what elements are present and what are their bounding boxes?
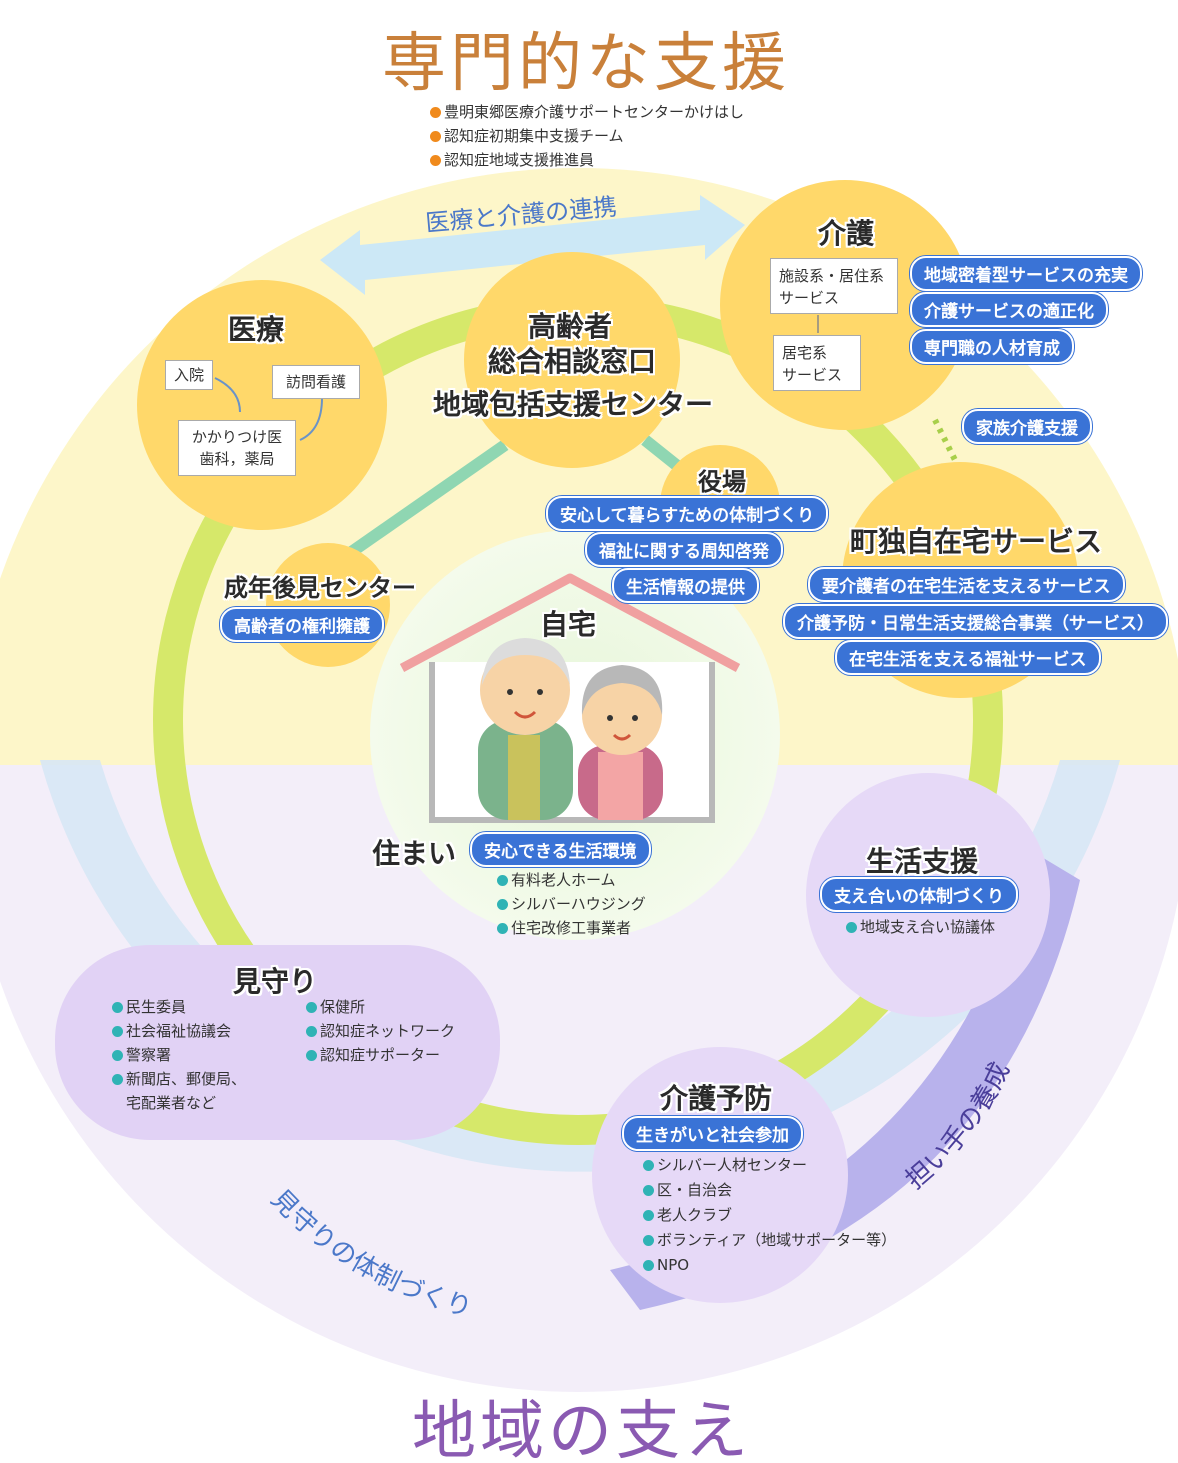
- teal-dot-icon: [643, 1210, 654, 1221]
- teal-dot-icon: [643, 1260, 654, 1271]
- watch-panel: [55, 945, 500, 1140]
- title-community-support: 地域の支え: [412, 1395, 752, 1463]
- orange-dot-icon: [430, 155, 441, 166]
- prevention-pill: 生きがいと社会参加: [622, 1116, 803, 1151]
- housing-label: 住まい: [372, 837, 457, 870]
- care-pill-community: 地域密着型サービスの充実: [910, 256, 1142, 291]
- list-item: 地域支え合い協議体: [846, 915, 995, 939]
- list-item: 警察署: [112, 1043, 246, 1067]
- teal-dot-icon: [112, 1050, 123, 1061]
- list-item: 認知症地域支援推進員: [430, 148, 744, 172]
- life-support-pill: 支え合いの体制づくり: [820, 877, 1018, 912]
- list-item: 社会福祉協議会: [112, 1019, 246, 1043]
- care-to-family-dots: [932, 418, 958, 462]
- prevention-list: シルバー人材センター 区・自治会 老人クラブ ボランティア（地域サポーター等） …: [643, 1153, 896, 1278]
- hub-line-2: 総合相談窓口: [488, 345, 657, 378]
- title-specialized-support: 専門的な支援: [382, 27, 790, 101]
- town-pill-welfare: 在宅生活を支える福祉サービス: [835, 640, 1101, 675]
- orange-dot-icon: [430, 131, 441, 142]
- facility-service-box: 施設系・居住系 サービス: [770, 258, 898, 314]
- list-item: 認知症初期集中支援チーム: [430, 124, 744, 148]
- teal-dot-icon: [112, 1074, 123, 1085]
- list-item: 保健所: [306, 995, 455, 1019]
- watch-title: 見守り: [233, 965, 318, 998]
- prevention-title: 介護予防: [660, 1082, 773, 1115]
- list-item: 民生委員: [112, 995, 246, 1019]
- teal-dot-icon: [112, 1002, 123, 1013]
- coordination-arrow: [320, 195, 745, 295]
- guardian-pill: 高齢者の権利擁護: [220, 607, 384, 642]
- top-list: 豊明東郷医療介護サポートセンターかけはし 認知症初期集中支援チーム 認知症地域支…: [430, 100, 744, 172]
- teal-dot-icon: [643, 1160, 654, 1171]
- teal-dot-icon: [497, 899, 508, 910]
- home-service-box: 居宅系 サービス: [773, 335, 861, 391]
- prevention-circle: [592, 1047, 848, 1303]
- home-title: 自宅: [540, 608, 597, 641]
- office-title: 役場: [698, 468, 746, 496]
- office-pill-security: 安心して暮らすための体制づくり: [546, 496, 829, 531]
- house-roof: [399, 573, 741, 672]
- teal-dot-icon: [497, 923, 508, 934]
- list-item: 宅配業者など: [126, 1094, 217, 1112]
- teal-dot-icon: [306, 1026, 317, 1037]
- list-item: シルバー人材センター: [643, 1153, 896, 1178]
- list-item: 有料老人ホーム: [497, 868, 646, 892]
- list-item: 新聞店、郵便局、: [112, 1067, 246, 1091]
- hub-line-3: 地域包括支援センター: [433, 388, 714, 421]
- list-item: シルバーハウジング: [497, 892, 646, 916]
- watch-list-col2: 保健所 認知症ネットワーク 認知症サポーター: [306, 995, 455, 1067]
- teal-dot-icon: [112, 1026, 123, 1037]
- hospital-box: 入院: [165, 360, 213, 390]
- facility-service-line1: 施設系・居住系: [779, 267, 885, 285]
- family-care-pill: 家族介護支援: [962, 409, 1092, 444]
- list-item: 認知症サポーター: [306, 1043, 455, 1067]
- list-item: 豊明東郷医療介護サポートセンターかけはし: [430, 100, 744, 124]
- list-item: 区・自治会: [643, 1178, 896, 1203]
- teal-dot-icon: [306, 1050, 317, 1061]
- guardian-title: 成年後見センター: [224, 574, 416, 602]
- care-pill-optimization: 介護サービスの適正化: [910, 292, 1108, 327]
- office-pill-information: 生活情報の提供: [612, 568, 759, 603]
- care-pill-staff: 専門職の人材育成: [910, 329, 1074, 364]
- list-item: 老人クラブ: [643, 1203, 896, 1228]
- hub-line-1: 高齢者: [528, 310, 613, 343]
- town-pill-prevention: 介護予防・日常生活支援総合事業（サービス）: [783, 604, 1168, 639]
- housing-list: 有料老人ホーム シルバーハウジング 住宅改修工事業者: [497, 868, 646, 940]
- town-pill-home-life: 要介護者の在宅生活を支えるサービス: [808, 567, 1125, 602]
- teal-dot-icon: [643, 1235, 654, 1246]
- orange-dot-icon: [430, 107, 441, 118]
- facility-service-line2: サービス: [779, 289, 840, 307]
- list-item: ボランティア（地域サポーター等）: [643, 1228, 896, 1253]
- life-support-list: 地域支え合い協議体: [846, 915, 995, 939]
- family-doctor-label: かかりつけ医: [191, 428, 283, 446]
- teal-dot-icon: [306, 1002, 317, 1013]
- watch-list-col1: 民生委員 社会福祉協議会 警察署 新聞店、郵便局、 宅配業者など: [112, 995, 246, 1115]
- medical-arrow-2: [299, 397, 323, 441]
- list-item: 認知症ネットワーク: [306, 1019, 455, 1043]
- family-doctor-box: かかりつけ医 歯科，薬局: [178, 420, 296, 476]
- office-pill-awareness: 福祉に関する周知啓発: [585, 532, 783, 567]
- medical-arrow-1: [214, 377, 241, 413]
- life-support-title: 生活支援: [866, 845, 979, 878]
- hub-circle: [464, 252, 680, 468]
- home-nursing-box: 訪問看護: [272, 365, 360, 399]
- dentist-pharmacy-label: 歯科，薬局: [199, 450, 275, 468]
- housing-pill: 安心できる生活環境: [470, 832, 651, 867]
- teal-dot-icon: [846, 922, 857, 933]
- list-item: 住宅改修工事業者: [497, 916, 646, 940]
- list-item: NPO: [643, 1253, 896, 1278]
- grandfather-illustration: [478, 638, 573, 820]
- hub-to-guardian-line: [336, 440, 509, 565]
- teal-dot-icon: [643, 1185, 654, 1196]
- care-title: 介護: [818, 217, 875, 250]
- home-service-line1: 居宅系: [782, 344, 828, 362]
- guardian-circle: [266, 543, 390, 667]
- medical-title: 医療: [228, 313, 285, 346]
- grandmother-illustration: [578, 665, 663, 820]
- home-service-line2: サービス: [782, 366, 843, 384]
- town-service-title: 町独自在宅サービス: [850, 525, 1103, 558]
- teal-dot-icon: [497, 875, 508, 886]
